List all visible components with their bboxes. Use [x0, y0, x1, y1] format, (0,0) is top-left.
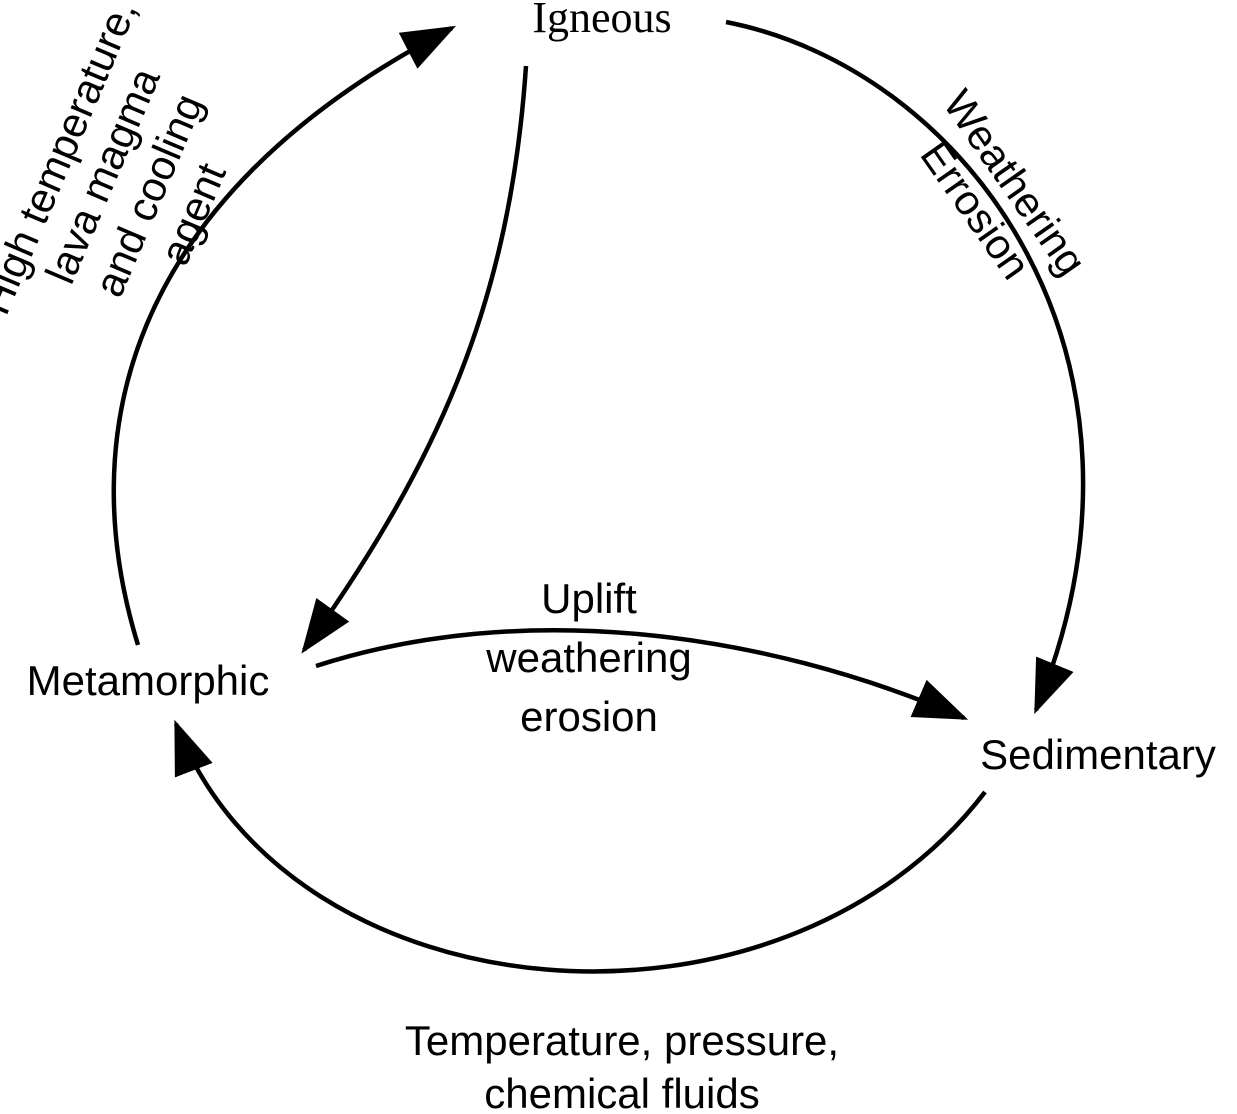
arrow-metamorphic-to-sedimentary: [315, 627, 969, 721]
label-line: erosion: [520, 693, 658, 740]
label-line: weathering: [485, 634, 691, 681]
label-metamorphic-to-igneous: High temperature, lava magma and cooling…: [0, 0, 235, 321]
label-metamorphic-to-sedimentary: Uplift weathering erosion: [485, 575, 691, 740]
label-line: Uplift: [541, 575, 637, 622]
label-line: chemical fluids: [484, 1070, 759, 1114]
label-igneous-to-sedimentary: Weathering Errosion: [912, 81, 1096, 287]
node-metamorphic: Metamorphic: [27, 657, 270, 704]
arrow-sedimentary-to-metamorphic: [173, 719, 987, 974]
node-sedimentary: Sedimentary: [980, 731, 1216, 778]
node-igneous: Igneous: [532, 0, 671, 42]
arrow-igneous-to-metamorphic: [301, 65, 529, 654]
arrow-metamorphic-to-igneous: [111, 25, 456, 646]
arrow-igneous-to-sedimentary: [725, 19, 1086, 715]
label-sedimentary-to-metamorphic: Temperature, pressure, chemical fluids: [405, 1017, 839, 1114]
label-line: Temperature, pressure,: [405, 1017, 839, 1064]
